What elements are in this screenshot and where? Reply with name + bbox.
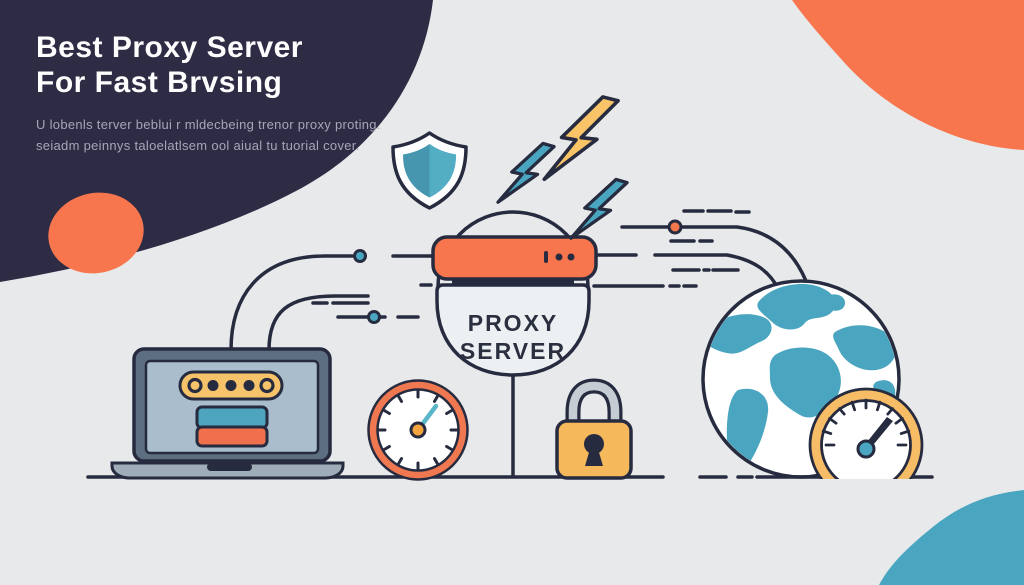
background-blob-orange-small	[48, 192, 144, 274]
password-dots-icon	[178, 370, 284, 401]
proxy-label-line1: PROXY	[468, 310, 559, 336]
lightning-bolt-teal-left-icon	[496, 141, 556, 204]
header: Best Proxy Server For Fast Brvsing U lob…	[36, 30, 381, 156]
connection-lines-right	[590, 209, 808, 292]
screen-card-teal	[195, 405, 269, 430]
laptop-icon	[110, 347, 345, 480]
subtitle-line-2: seiadm peinnys taloelatlsem ool aiual tu…	[36, 138, 360, 153]
server-unit	[431, 235, 598, 281]
subtitle-line-1: U lobenls terver beblui r mldecbeing tre…	[36, 117, 381, 132]
proxy-server-icon: PROXY SERVER	[431, 210, 598, 477]
node-dot-orange	[667, 219, 683, 235]
shield-icon	[391, 131, 468, 210]
node-dot-teal	[367, 310, 381, 324]
lightning-bolt-teal-right-icon	[569, 177, 629, 240]
title-line-1: Best Proxy Server	[36, 31, 303, 64]
lightning-bolt-yellow-icon	[542, 95, 620, 182]
title-line-2: For Fast Brvsing	[36, 66, 283, 99]
screen-card-orange	[195, 425, 269, 448]
node-dot-teal	[353, 249, 367, 263]
speedometer-icon	[808, 387, 924, 479]
connection-lines-left	[229, 249, 436, 352]
page-title: Best Proxy Server For Fast Brvsing	[36, 30, 381, 100]
page-subtitle: U lobenls terver beblui r mldecbeing tre…	[36, 114, 381, 156]
clock-gauge-icon	[367, 379, 469, 481]
proxy-label-line2: SERVER	[460, 338, 566, 364]
padlock-icon	[555, 378, 633, 480]
background-blob-orange-corner	[792, 0, 1024, 150]
background-blob-teal-corner	[879, 490, 1024, 585]
